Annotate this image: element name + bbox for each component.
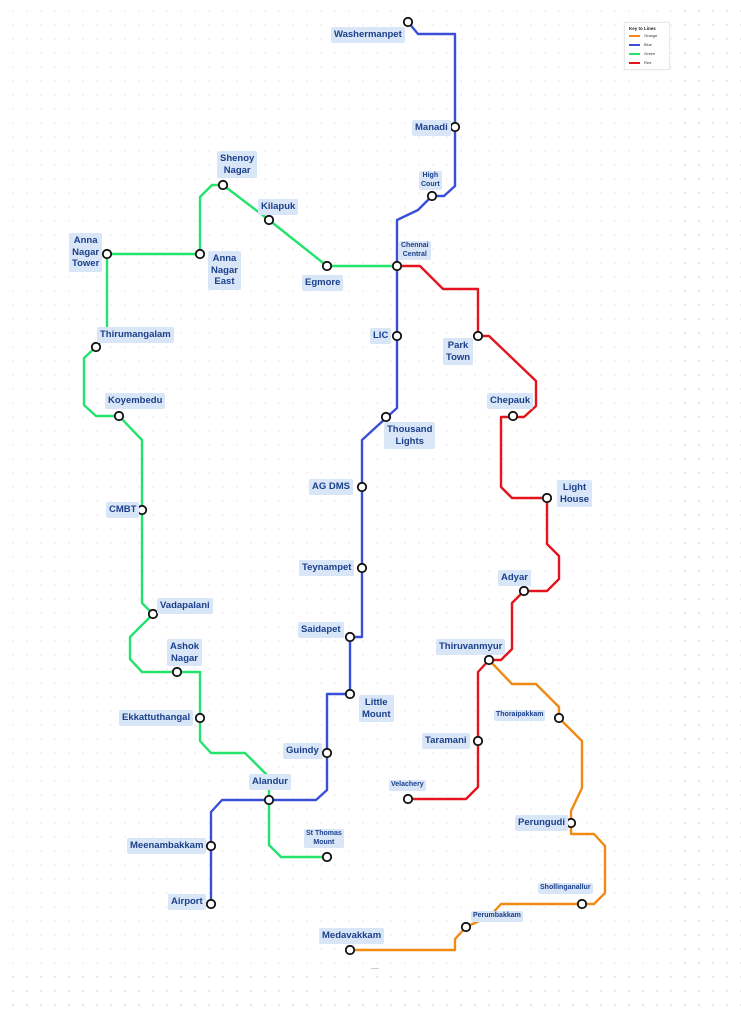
- station-marker-perungudi: [565, 817, 577, 829]
- station-label-thirumangalam: Thirumangalam: [97, 327, 174, 343]
- station-label-velachery: Velachery: [389, 780, 426, 791]
- station-marker-anna-nagar-tower: [101, 248, 113, 260]
- legend-label-blue: Blue: [644, 42, 653, 47]
- station-label-lic: LIC: [370, 328, 392, 344]
- station-label-little-mount: Little Mount: [359, 695, 394, 722]
- station-label-shollinganallur: Shollinganallur: [538, 883, 593, 894]
- legend-label-red: Red: [644, 60, 652, 65]
- station-label-vadapalani: Vadapalani: [157, 598, 213, 614]
- station-label-anna-nagar-tower: Anna Nagar Tower: [69, 233, 103, 272]
- station-marker-ashok-nagar: [171, 666, 183, 678]
- station-marker-anna-nagar-east: [194, 248, 206, 260]
- station-marker-cmbt: [136, 504, 148, 516]
- station-marker-meenambakkam: [205, 840, 217, 852]
- station-marker-light-house: [541, 492, 553, 504]
- station-label-saidapet: Saidapet: [298, 622, 344, 638]
- station-label-egmore: Egmore: [302, 275, 344, 291]
- station-marker-guindy: [321, 747, 333, 759]
- legend-item-orange: Orange: [629, 33, 669, 39]
- station-marker-park-town: [472, 330, 484, 342]
- station-marker-alandur: [263, 794, 275, 806]
- station-label-teynampet: Teynampet: [299, 560, 355, 576]
- station-marker-shenoy-nagar: [217, 179, 229, 191]
- station-marker-koyembedu: [113, 410, 125, 422]
- station-label-koyembedu: Koyembedu: [105, 393, 166, 409]
- station-marker-egmore: [321, 260, 333, 272]
- legend-item-blue: Blue: [629, 42, 669, 48]
- legend-item-green: Green: [629, 51, 669, 57]
- legend-swatch-green: [629, 53, 640, 55]
- station-label-light-house: Light House: [557, 480, 593, 507]
- legend-label-orange: Orange: [644, 33, 658, 38]
- green-line: [82, 183, 399, 859]
- legend-swatch-red: [629, 62, 640, 64]
- station-marker-chennai-central: [391, 260, 403, 272]
- station-marker-ekkattuthangal: [194, 712, 206, 724]
- station-label-chennai-central: Chennai Central: [399, 241, 431, 260]
- station-label-kilapuk: Kilapuk: [258, 199, 299, 215]
- station-label-taramani: Taramani: [422, 733, 470, 749]
- station-marker-thoraipakkam: [553, 712, 565, 724]
- legend-label-green: Green: [644, 51, 656, 56]
- station-label-adyar: Adyar: [498, 570, 531, 586]
- bottom-mark: [371, 968, 379, 969]
- line-legend: Key to Lines Orange Blue Green Red: [624, 22, 670, 70]
- legend-title: Key to Lines: [629, 26, 656, 31]
- station-marker-washermanpet: [402, 16, 414, 28]
- station-label-ag-dms: AG DMS: [309, 479, 353, 495]
- station-marker-thiruvanmyur: [483, 654, 495, 666]
- station-marker-medavakkam: [344, 944, 356, 956]
- station-label-thoraipakkam: Thoraipakkam: [494, 710, 546, 721]
- station-marker-kilapuk: [263, 214, 275, 226]
- blue-line: [209, 20, 457, 906]
- station-label-meenambakkam: Meenambakkam: [127, 838, 207, 854]
- station-label-cmbt: CMBT: [106, 502, 140, 518]
- station-label-perungudi: Perungudi: [515, 815, 568, 831]
- station-marker-airport: [205, 898, 217, 910]
- station-label-manadi: Manadi: [412, 120, 451, 136]
- station-marker-adyar: [518, 585, 530, 597]
- station-marker-ag-dms: [356, 481, 368, 493]
- station-marker-high-court: [426, 190, 438, 202]
- station-label-airport: Airport: [168, 894, 206, 910]
- station-label-chepauk: Chepauk: [487, 393, 534, 409]
- station-marker-perumbakkam: [460, 921, 472, 933]
- station-marker-shollinganallur: [576, 898, 588, 910]
- station-label-park-town: Park Town: [443, 338, 474, 365]
- station-label-ashok-nagar: Ashok Nagar: [167, 639, 203, 666]
- station-label-high-court: High Court: [419, 171, 442, 190]
- station-label-ekkattuthangal: Ekkattuthangal: [119, 710, 194, 726]
- legend-swatch-orange: [629, 35, 640, 37]
- station-marker-chepauk: [507, 410, 519, 422]
- station-label-anna-nagar-east: Anna Nagar East: [208, 251, 241, 290]
- station-label-washermanpet: Washermanpet: [331, 27, 405, 43]
- station-marker-manadi: [449, 121, 461, 133]
- station-marker-thirumangalam: [90, 341, 102, 353]
- station-marker-teynampet: [356, 562, 368, 574]
- legend-swatch-blue: [629, 44, 640, 46]
- station-marker-velachery: [402, 793, 414, 805]
- station-label-alandur: Alandur: [249, 774, 291, 790]
- station-marker-little-mount: [344, 688, 356, 700]
- station-label-thousand-lights: Thousand Lights: [384, 422, 436, 449]
- station-marker-saidapet: [344, 631, 356, 643]
- station-label-guindy: Guindy: [283, 743, 322, 759]
- station-label-st-thomas-mount: St Thomas Mount: [304, 829, 344, 848]
- station-label-shenoy-nagar: Shenoy Nagar: [217, 151, 258, 178]
- station-marker-thousand-lights: [380, 411, 392, 423]
- station-label-thiruvanmyur: Thiruvanmyur: [436, 639, 506, 655]
- station-marker-lic: [391, 330, 403, 342]
- station-label-perumbakkam: Perumbakkam: [471, 911, 523, 922]
- station-marker-vadapalani: [147, 608, 159, 620]
- legend-item-red: Red: [629, 60, 669, 66]
- station-marker-st-thomas-mount: [321, 851, 333, 863]
- station-dots: [90, 16, 588, 956]
- station-marker-taramani: [472, 735, 484, 747]
- station-label-medavakkam: Medavakkam: [319, 928, 385, 944]
